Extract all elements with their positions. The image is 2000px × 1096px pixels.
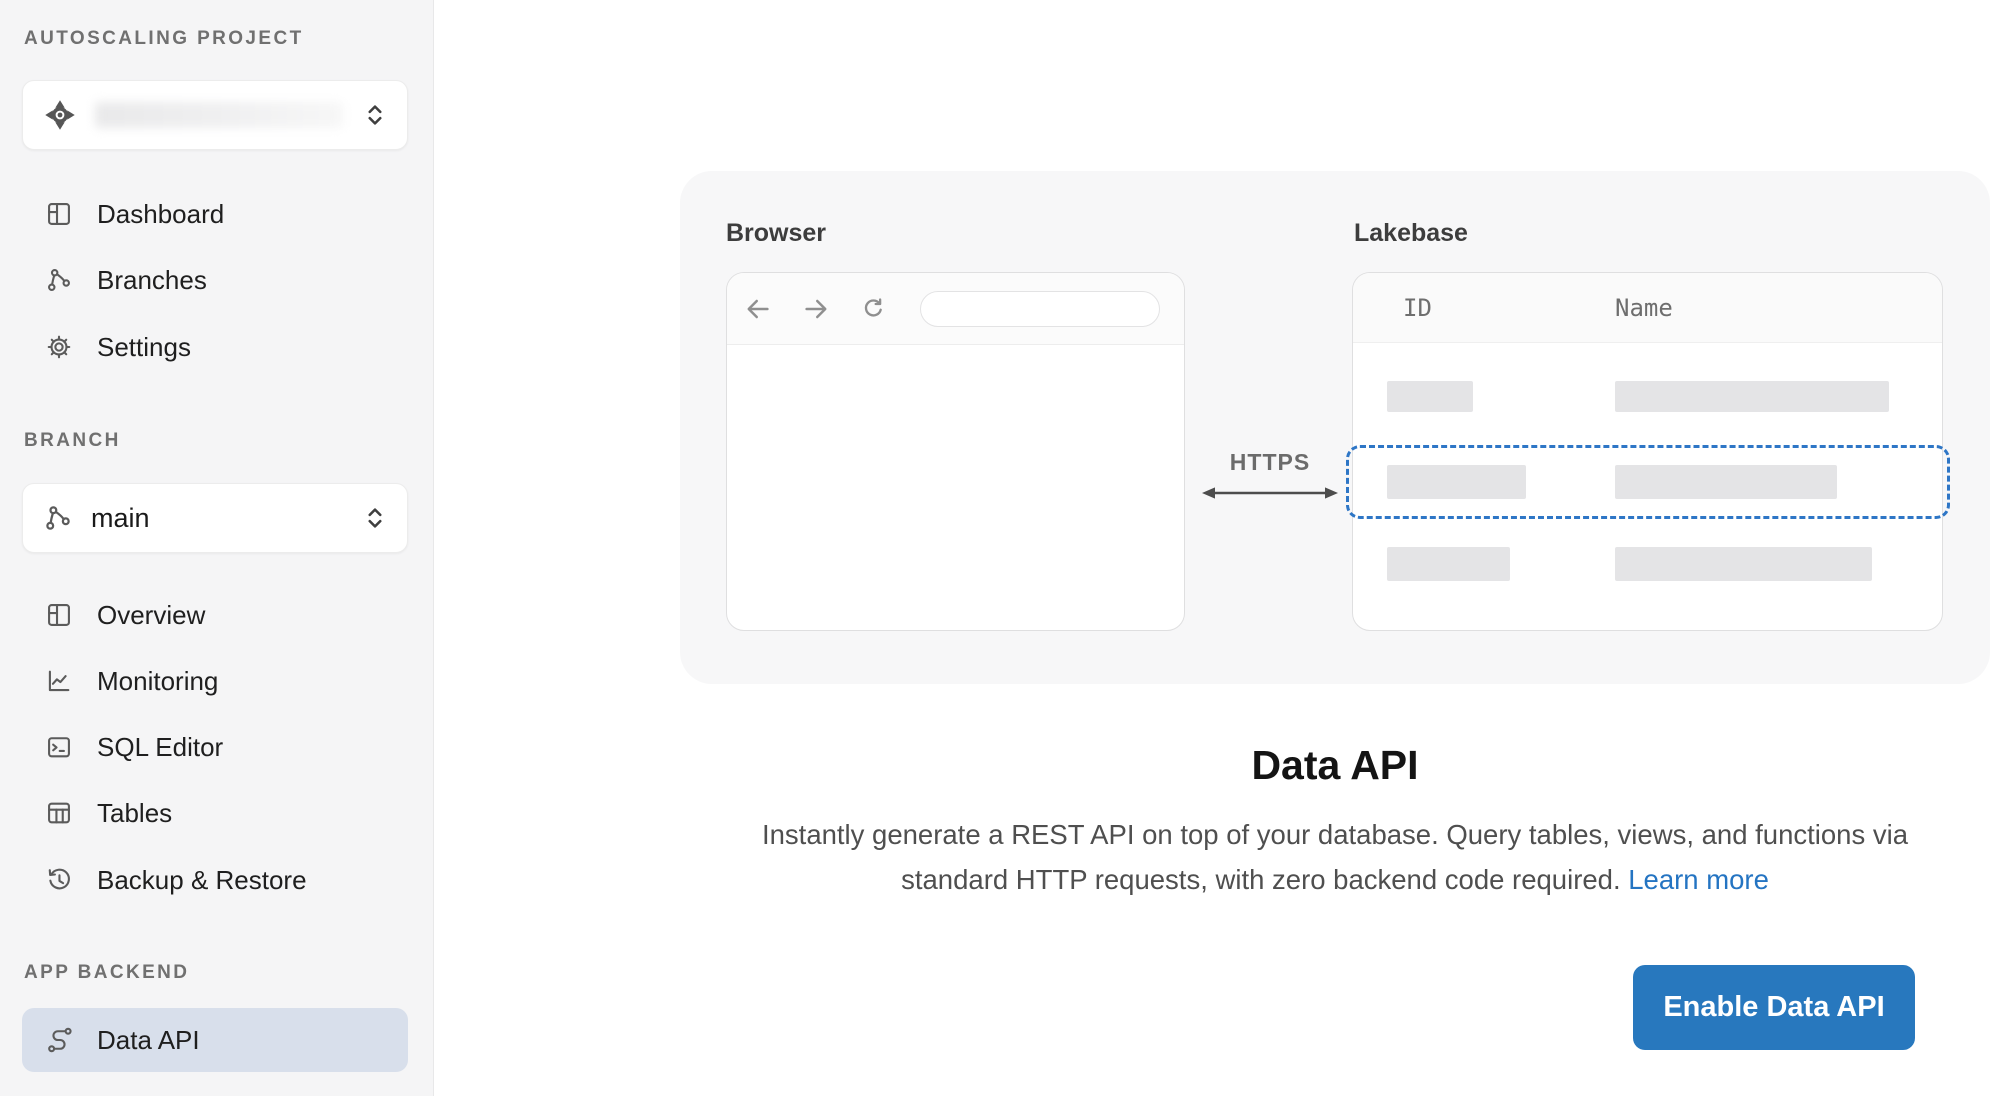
project-selector[interactable] <box>22 80 408 150</box>
column-header-name: Name <box>1615 294 1673 322</box>
sidebar-item-label: Settings <box>97 331 191 362</box>
branch-selector-value: main <box>91 502 150 533</box>
lakebase-table-illustration: ID Name <box>1346 272 1950 631</box>
project-compass-icon <box>43 98 77 132</box>
back-arrow-icon <box>743 294 773 324</box>
sidebar-item-tables[interactable]: Tables <box>22 784 408 842</box>
branch-icon <box>43 503 73 533</box>
row3-name-placeholder <box>1615 547 1872 581</box>
sidebar-item-monitoring[interactable]: Monitoring <box>22 652 408 710</box>
enable-data-api-button[interactable]: Enable Data API <box>1633 965 1915 1050</box>
branch-icon <box>45 266 73 294</box>
https-label: HTTPS <box>1229 449 1311 475</box>
row2-name-placeholder <box>1615 465 1837 499</box>
branch-selector[interactable]: main <box>22 483 408 553</box>
chart-line-icon <box>45 667 73 695</box>
lakebase-label: Lakebase <box>1354 219 1468 247</box>
overview-icon <box>45 601 73 629</box>
chevron-updown-icon <box>361 101 389 129</box>
route-icon <box>45 1026 73 1054</box>
sidebar: AUTOSCALING PROJECT <box>0 0 434 1096</box>
page-description: Instantly generate a REST API on top of … <box>735 812 1935 902</box>
backend-section-label: APP BACKEND <box>24 962 190 983</box>
browser-label: Browser <box>726 219 827 247</box>
sidebar-item-data-api[interactable]: Data API <box>22 1008 408 1072</box>
table-icon <box>45 799 73 827</box>
browser-window-illustration <box>726 272 1185 631</box>
learn-more-link[interactable]: Learn more <box>1628 864 1769 895</box>
row1-id-placeholder <box>1387 381 1473 412</box>
terminal-icon <box>45 733 73 761</box>
data-api-illustration: Browser <box>680 171 1990 684</box>
sidebar-item-sql-editor[interactable]: SQL Editor <box>22 718 408 776</box>
table-header-row: ID Name <box>1353 273 1942 343</box>
gear-icon <box>45 333 73 361</box>
sidebar-item-label: SQL Editor <box>97 731 224 762</box>
url-bar <box>920 290 1160 327</box>
chevron-updown-icon <box>361 504 389 532</box>
row3-id-placeholder <box>1387 547 1510 581</box>
sidebar-item-label: Data API <box>97 1024 200 1055</box>
branch-section-label: BRANCH <box>24 430 121 451</box>
selected-row-dashed-outline <box>1346 445 1950 519</box>
project-section-label: AUTOSCALING PROJECT <box>24 28 304 49</box>
browser-toolbar <box>727 273 1184 345</box>
sidebar-item-label: Dashboard <box>97 198 225 229</box>
forward-arrow-icon <box>801 294 831 324</box>
row2-id-placeholder <box>1387 465 1526 499</box>
sidebar-item-label: Branches <box>97 264 207 295</box>
https-connection: HTTPS <box>1185 449 1355 502</box>
sidebar-item-label: Tables <box>97 797 173 828</box>
sidebar-item-label: Overview <box>97 599 206 630</box>
history-clock-icon <box>45 866 73 894</box>
sidebar-item-dashboard[interactable]: Dashboard <box>22 185 408 243</box>
column-header-id: ID <box>1403 294 1432 322</box>
main-content: Browser <box>435 0 2000 1096</box>
dashboard-icon <box>45 200 73 228</box>
sidebar-item-overview[interactable]: Overview <box>22 586 408 644</box>
description-text: Instantly generate a REST API on top of … <box>762 819 1908 895</box>
row1-name-placeholder <box>1615 381 1889 412</box>
sidebar-item-backup-restore[interactable]: Backup & Restore <box>22 851 408 909</box>
sidebar-item-label: Monitoring <box>97 665 219 696</box>
sidebar-item-settings[interactable]: Settings <box>22 318 408 376</box>
project-name-redacted <box>95 102 343 128</box>
reload-icon <box>859 295 887 323</box>
double-arrow-icon <box>1202 487 1338 499</box>
page-title: Data API <box>1251 742 1419 788</box>
sidebar-item-label: Backup & Restore <box>97 864 307 895</box>
sidebar-item-branches[interactable]: Branches <box>22 251 408 309</box>
